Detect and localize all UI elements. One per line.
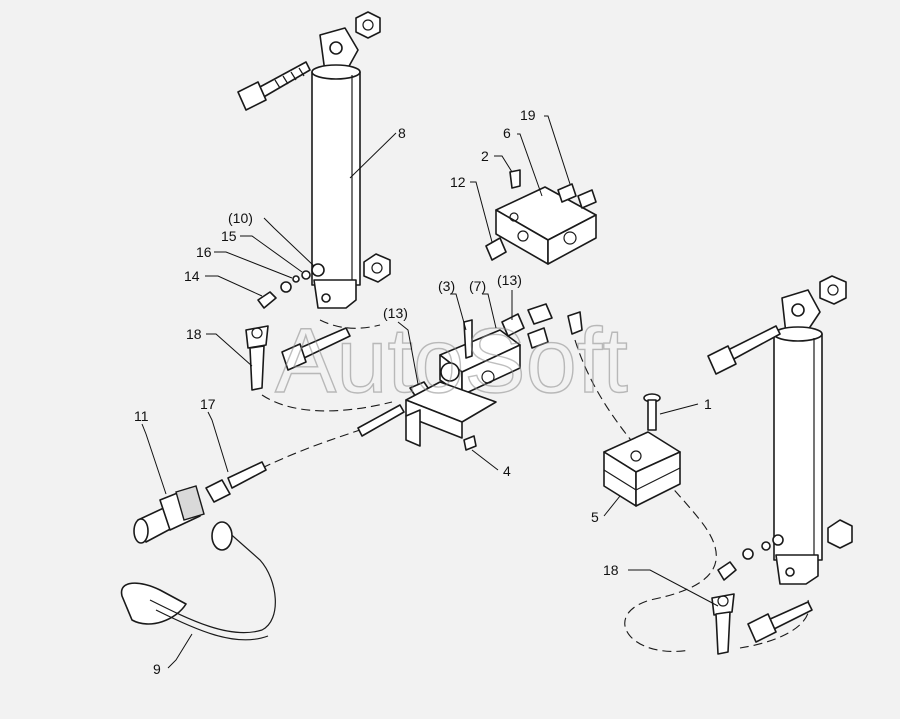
leader-13b [397,321,419,385]
leader-11 [141,423,167,495]
nut-mid-left [363,253,391,283]
callout-18b: 18 [603,562,619,578]
connector-right-18 [711,593,735,655]
leader-10 [263,217,315,267]
callout-15: 15 [221,228,237,244]
fittings-right [717,534,784,581]
quick-coupling-11 [133,485,205,544]
hydraulic-cylinder-right [773,289,823,585]
leader-16 [214,251,293,279]
callout-17: 17 [200,396,216,412]
leader-2 [494,155,513,173]
dust-cap-9 [120,521,276,641]
mounting-bracket [405,381,497,451]
nut-right-top [819,275,847,305]
hose-line-top [319,319,381,329]
leader-7 [482,293,497,329]
connector-left-18 [245,325,269,391]
callout-14: 14 [184,268,200,284]
fittings-left [257,263,325,309]
valve-block-6 [485,169,597,265]
leader-12 [470,181,493,243]
callout-11: 11 [134,408,149,424]
leader-3 [450,293,467,331]
callout-16: 16 [196,244,212,260]
hose-line-right [574,339,717,652]
leader-15 [240,235,303,273]
callout-4: 4 [503,463,511,479]
callout-9: 9 [153,661,161,677]
adapter-17 [205,461,267,503]
bolt-upper-right [707,325,781,375]
hose-line-left [261,394,393,412]
leader-6 [517,133,543,197]
watermark: AutoSoft [275,310,628,412]
leader-4 [471,449,499,471]
tube-fitting-left [357,404,405,437]
callout-10: (10) [228,210,253,226]
callout-12: 12 [450,174,466,190]
hose-line-lower [261,429,361,469]
bolt-upper-left [237,61,311,111]
callout-13b: (13) [383,305,408,321]
nut-top [355,11,381,39]
leader-18b [628,569,719,607]
callout-19: 19 [520,107,536,123]
leader-14 [205,275,263,297]
leader-17 [207,411,229,473]
callout-13a: (13) [497,272,522,288]
leader-5 [603,495,621,517]
callout-6: 6 [503,125,511,141]
callout-5: 5 [591,509,599,525]
bolt-lower-right [747,601,813,643]
nut-right-mid [827,519,853,549]
leader-18a [206,333,253,367]
leader-1 [659,403,699,415]
bolt-1 [643,393,661,431]
leader-19 [544,115,571,185]
callout-7: (7) [469,278,486,294]
callout-3: (3) [438,278,455,294]
leader-8 [349,132,397,179]
bolt-lower-left [281,327,351,371]
leader-9 [167,633,193,669]
callout-8: 8 [398,125,406,141]
clamp-block-5 [603,431,681,507]
callout-1: 1 [704,396,712,412]
callout-18a: 18 [186,326,202,342]
hydraulic-cylinder-left [311,27,361,309]
callout-2: 2 [481,148,489,164]
